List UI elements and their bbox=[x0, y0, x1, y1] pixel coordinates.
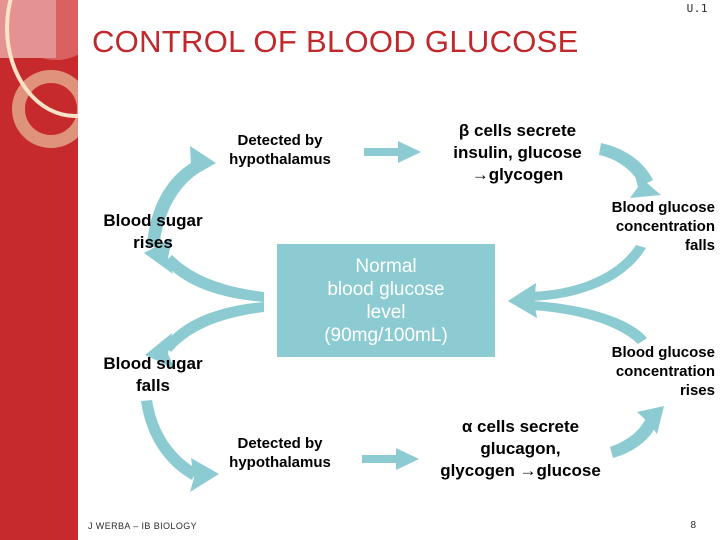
page-title: CONTROL OF BLOOD GLUCOSE bbox=[92, 24, 579, 59]
label-line: β cells secrete bbox=[458, 121, 577, 140]
decorative-sidebar bbox=[0, 0, 78, 540]
label-line: falls bbox=[135, 376, 171, 395]
label-line: Blood glucose bbox=[611, 199, 715, 216]
center-box-line-2: blood glucose bbox=[327, 278, 445, 300]
arrow-falls-to-detected bbox=[141, 400, 219, 492]
unit-tag: U.1 bbox=[686, 2, 708, 15]
label-line: hypothalamus bbox=[229, 151, 331, 168]
label-line: concentration bbox=[615, 363, 715, 380]
label-detected-by-hypothalamus-bottom: Detected by hypothalamus bbox=[205, 434, 355, 472]
label-detected-by-hypothalamus-top: Detected by hypothalamus bbox=[205, 131, 355, 169]
label-line: Blood glucose bbox=[611, 344, 715, 361]
label-line: glycogen →glucose bbox=[440, 461, 601, 480]
arrow-detected-to-alpha bbox=[362, 448, 419, 470]
label-line: falls bbox=[684, 237, 715, 254]
center-box-text: Normal blood glucose level (90mg/100mL) bbox=[320, 255, 452, 347]
footer-page-number: 8 bbox=[690, 520, 696, 531]
label-line: insulin, glucose bbox=[453, 143, 582, 162]
label-beta-cells-secrete-insulin: β cells secrete insulin, glucose →glycog… bbox=[420, 120, 615, 186]
arrow-rises-to-detected bbox=[147, 146, 216, 248]
sidebar-arc-mask bbox=[78, 0, 148, 130]
label-line: α cells secrete bbox=[461, 417, 580, 436]
label-line: concentration bbox=[615, 218, 715, 235]
label-line: Blood sugar bbox=[103, 211, 203, 230]
arrow-detected-to-beta bbox=[364, 141, 421, 163]
center-box-line-1: Normal bbox=[355, 255, 417, 277]
footer-credit: J WERBA – IB BIOLOGY bbox=[88, 521, 198, 531]
label-line: Detected by bbox=[237, 435, 323, 452]
label-blood-glucose-concentration-rises: Blood glucose concentration rises bbox=[540, 343, 715, 400]
label-line: →glycogen bbox=[471, 165, 564, 184]
label-line: rises bbox=[133, 233, 173, 252]
label-blood-sugar-rises: Blood sugar rises bbox=[88, 210, 218, 254]
label-alpha-cells-secrete-glucagon: α cells secrete glucagon, glycogen →gluc… bbox=[418, 416, 623, 482]
arrow-glucose-rises-to-box bbox=[508, 283, 647, 344]
arrow-alpha-to-glucose-rises bbox=[610, 406, 664, 458]
arrow-box-to-sugar-rises bbox=[144, 238, 264, 302]
label-line: hypothalamus bbox=[229, 454, 331, 471]
label-line: Detected by bbox=[237, 132, 323, 149]
label-line: Blood sugar bbox=[103, 354, 203, 373]
label-line: glucagon, bbox=[480, 439, 561, 458]
arrow-box-to-sugar-falls bbox=[145, 302, 264, 369]
center-box-line-3: level bbox=[366, 301, 406, 323]
normal-glucose-level-box: Normal blood glucose level (90mg/100mL) bbox=[277, 244, 495, 357]
label-blood-glucose-concentration-falls: Blood glucose concentration falls bbox=[540, 198, 715, 255]
center-box-line-4: (90mg/100mL) bbox=[324, 324, 448, 346]
arrow-beta-to-glucose-falls bbox=[599, 143, 661, 198]
label-line: rises bbox=[679, 382, 715, 399]
label-blood-sugar-falls: Blood sugar falls bbox=[88, 353, 218, 397]
